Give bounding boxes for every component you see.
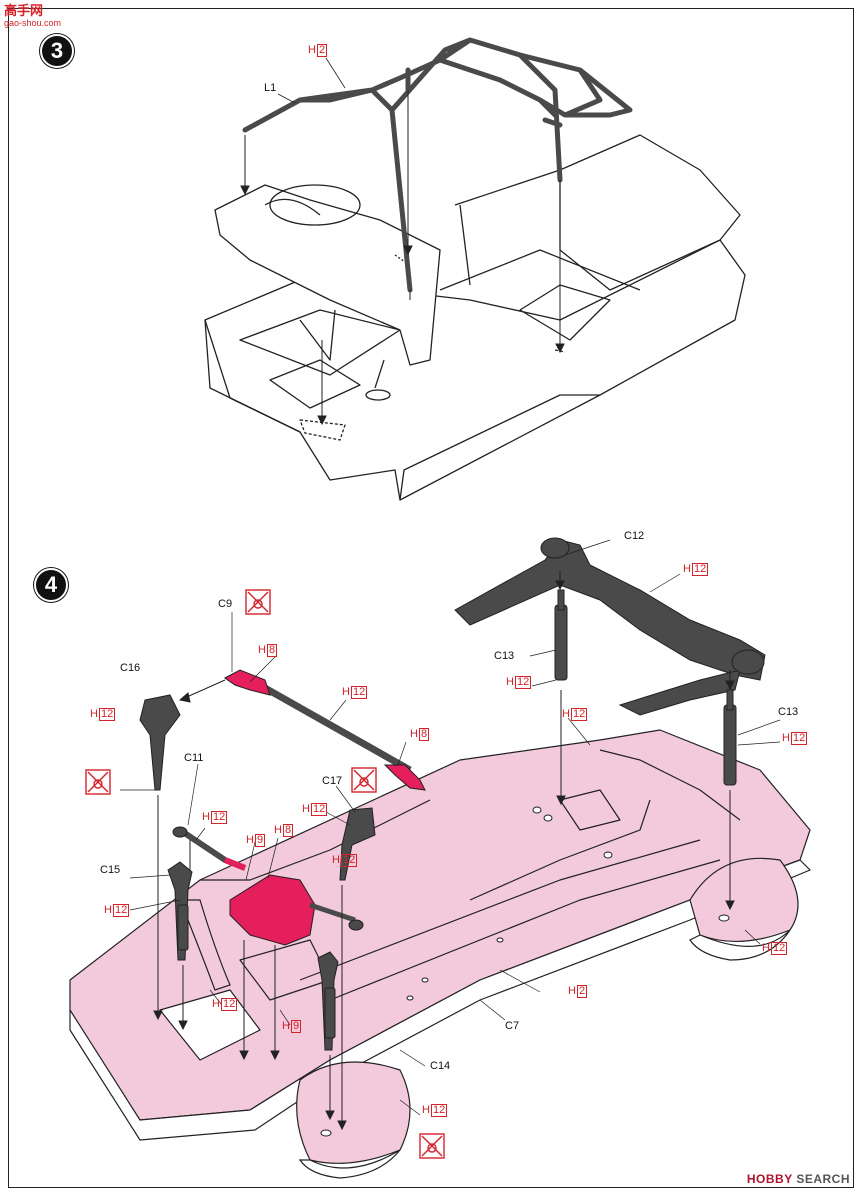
- part-label-C13-right: C13: [778, 706, 799, 718]
- no-paint-icon: [351, 767, 377, 793]
- part-label-C15: C15: [100, 864, 121, 876]
- part-label-C12: C12: [624, 530, 645, 542]
- step-4-badge: 4: [34, 568, 68, 602]
- part-label-C11: C11: [184, 752, 204, 764]
- part-label-C13-left: C13: [494, 650, 515, 662]
- part-label-C14: C14: [430, 1060, 451, 1072]
- watermark-brand: 高手网: [4, 3, 44, 18]
- no-paint-icon: [245, 589, 271, 615]
- no-paint-icon: [419, 1133, 445, 1159]
- dashboard: [214, 184, 441, 366]
- part-label-C16: C16: [120, 662, 141, 674]
- steering-rack-left-end: [224, 669, 271, 696]
- step-3-badge: 3: [40, 34, 74, 68]
- steering-rack-right-end: [383, 764, 426, 791]
- part-label-C17: C17: [322, 775, 343, 787]
- no-paint-icon: [85, 769, 111, 795]
- watermark-top: 高手网 gao-shou.com: [4, 4, 61, 28]
- watermark-bottom-suffix: SEARCH: [796, 1172, 850, 1186]
- upright-C17: [339, 807, 376, 881]
- watermark-bottom-brand: HOBBY: [746, 1172, 793, 1186]
- steering-box: [229, 874, 316, 946]
- upright-C16: [139, 694, 181, 791]
- part-label-L1: L1: [264, 82, 277, 94]
- part-label-C7: C7: [505, 1020, 520, 1032]
- tie-rod: [263, 684, 412, 774]
- part-label-C9: C9: [218, 598, 233, 610]
- page-frame: [8, 8, 854, 1188]
- tub-body: [204, 239, 746, 501]
- watermark-bottom: HOBBY SEARCH: [747, 1172, 850, 1186]
- rear-wheel-arch: [689, 857, 799, 942]
- roll-cage: [242, 37, 633, 293]
- rear-crossmember: [454, 539, 766, 681]
- watermark-site: gao-shou.com: [4, 18, 62, 28]
